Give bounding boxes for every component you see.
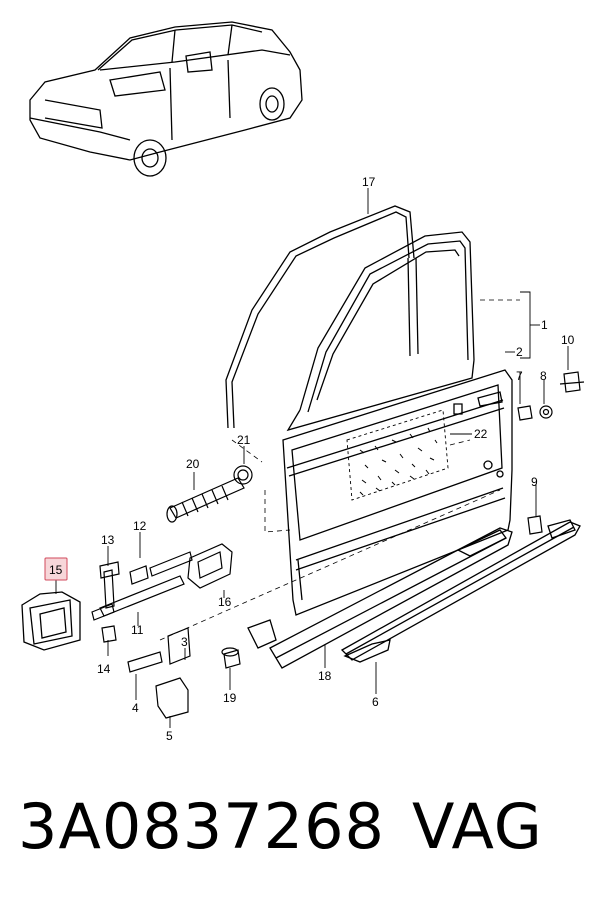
- door-boot: [166, 465, 253, 523]
- callout-5: 5: [166, 729, 173, 743]
- callout-12: 12: [133, 519, 147, 533]
- callout-13: 13: [101, 533, 115, 547]
- exploded-parts-diagram: 17 1 2 10 7 8 22 21 20 9 12 13 15 16 11 …: [21, 21, 585, 743]
- sill-beam: [340, 519, 581, 663]
- callout-7: 7: [516, 369, 523, 383]
- callout-labels: 17 1 2 10 7 8 22 21 20 9 12 13 15 16 11 …: [49, 175, 575, 743]
- callout-11: 11: [131, 623, 144, 637]
- callout-18: 18: [318, 669, 332, 683]
- callout-20: 20: [186, 457, 200, 471]
- callout-8: 8: [540, 369, 547, 383]
- callout-16: 16: [218, 595, 232, 609]
- fastener-group-right: [517, 371, 585, 535]
- sound-insulation-foil: [346, 409, 449, 501]
- callout-21: 21: [237, 433, 251, 447]
- caption: 3A0837268 VAG: [0, 790, 600, 900]
- brand-name: VAG: [412, 790, 543, 863]
- callout-3: 3: [181, 635, 188, 649]
- callout-22: 22: [474, 427, 488, 441]
- callout-15-highlight: [44, 557, 68, 581]
- window-seal: [225, 205, 415, 429]
- sill-grommet: [221, 647, 241, 669]
- callout-19: 19: [223, 691, 237, 705]
- car-illustration: [29, 21, 303, 177]
- lower-hinge: [127, 627, 191, 719]
- callout-14: 14: [97, 662, 111, 676]
- guide-lines: [159, 299, 520, 641]
- leader-lines: [55, 188, 569, 728]
- callout-2: 2: [516, 345, 523, 359]
- callout-15: 15: [49, 563, 63, 577]
- door-check-strap: [91, 551, 193, 643]
- part-number: 3A0837268: [18, 790, 385, 863]
- door-frame: [286, 231, 475, 432]
- highlighted-part-15: [21, 591, 81, 651]
- callout-1: 1: [541, 318, 548, 332]
- sill-trim: [247, 527, 513, 669]
- callout-4: 4: [132, 701, 139, 715]
- callout-17: 17: [362, 175, 376, 189]
- callout-10: 10: [561, 333, 575, 347]
- upper-hinge: [187, 543, 233, 589]
- callout-6: 6: [372, 695, 379, 709]
- callout-9: 9: [531, 475, 538, 489]
- door-shell: [282, 369, 513, 616]
